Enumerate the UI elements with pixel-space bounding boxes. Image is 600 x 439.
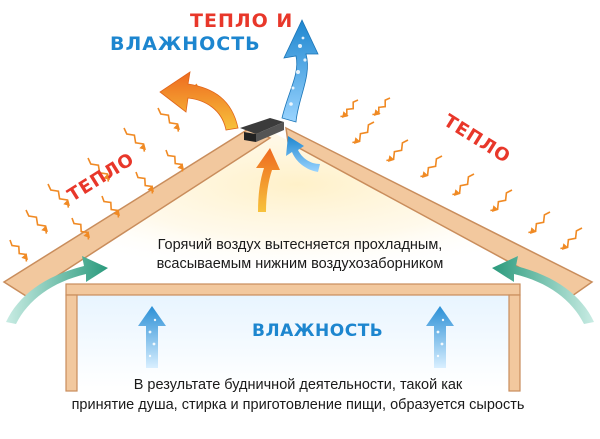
heat-ray-arrowhead: [422, 171, 429, 178]
heat-ray-arrowhead: [41, 225, 48, 232]
soffit-intake-arrow-right: [492, 256, 594, 324]
heat-ray-arrowhead: [562, 243, 569, 250]
left-wall: [65, 294, 78, 392]
top-label-heat-and: ТЕПЛО И: [190, 10, 293, 32]
heat-label-left: ТЕПЛО: [64, 149, 139, 206]
ridge-vent-icon: [240, 118, 284, 142]
warm-air-rising-arrow: [256, 148, 280, 212]
moisture-exit-arrow: [281, 19, 319, 123]
ceiling-beam: [65, 283, 521, 296]
heat-ray-arrowhead: [374, 109, 381, 116]
heat-ray-arrowhead: [530, 227, 537, 234]
heat-ray-arrowhead: [388, 155, 395, 162]
roof-left-slope: [2, 127, 272, 297]
soffit-intake-arrow-left: [6, 256, 108, 324]
humidity-arrow-right: [426, 306, 454, 368]
heat-ray-arrowhead: [139, 143, 146, 150]
heat-ray-arrowhead: [177, 163, 184, 170]
top-label-humidity: ВЛАЖНОСТЬ: [110, 33, 261, 55]
heat-ray-arrowhead: [492, 205, 499, 212]
room-caption-line2: принятие душа, стирка и приготовление пи…: [72, 397, 525, 413]
attic-caption-line1: Горячий воздух вытесняется прохладным,: [158, 237, 443, 253]
heat-ray-arrowhead: [147, 185, 154, 192]
room-caption-line1: В результате будничной деятельности, так…: [134, 377, 463, 393]
right-wall: [508, 294, 521, 392]
heat-ray-arrowhead: [21, 253, 28, 260]
attic-caption-line2: всасываемым нижним воздухозаборником: [157, 256, 444, 272]
heat-ray-arrowhead: [454, 189, 461, 196]
warm-air-exit-arrow: [159, 71, 239, 131]
heat-ray-arrowhead: [342, 111, 349, 118]
attic-warm-area: [40, 132, 554, 282]
heat-ray-arrowhead: [103, 173, 110, 180]
heat-ray-arrowhead: [354, 137, 361, 144]
heat-ray-arrowhead: [63, 199, 70, 206]
heat-ray-arrowhead: [173, 123, 180, 130]
heat-ray-arrowhead: [83, 231, 90, 238]
cool-air-swirl-arrow: [286, 136, 320, 172]
humidity-label-room: ВЛАЖНОСТЬ: [252, 321, 383, 341]
heat-ray-arrowhead: [113, 209, 120, 216]
heat-rays-right: [340, 97, 583, 250]
humidity-arrow-left: [138, 306, 166, 368]
heat-label-right: ТЕПЛО: [440, 110, 515, 167]
